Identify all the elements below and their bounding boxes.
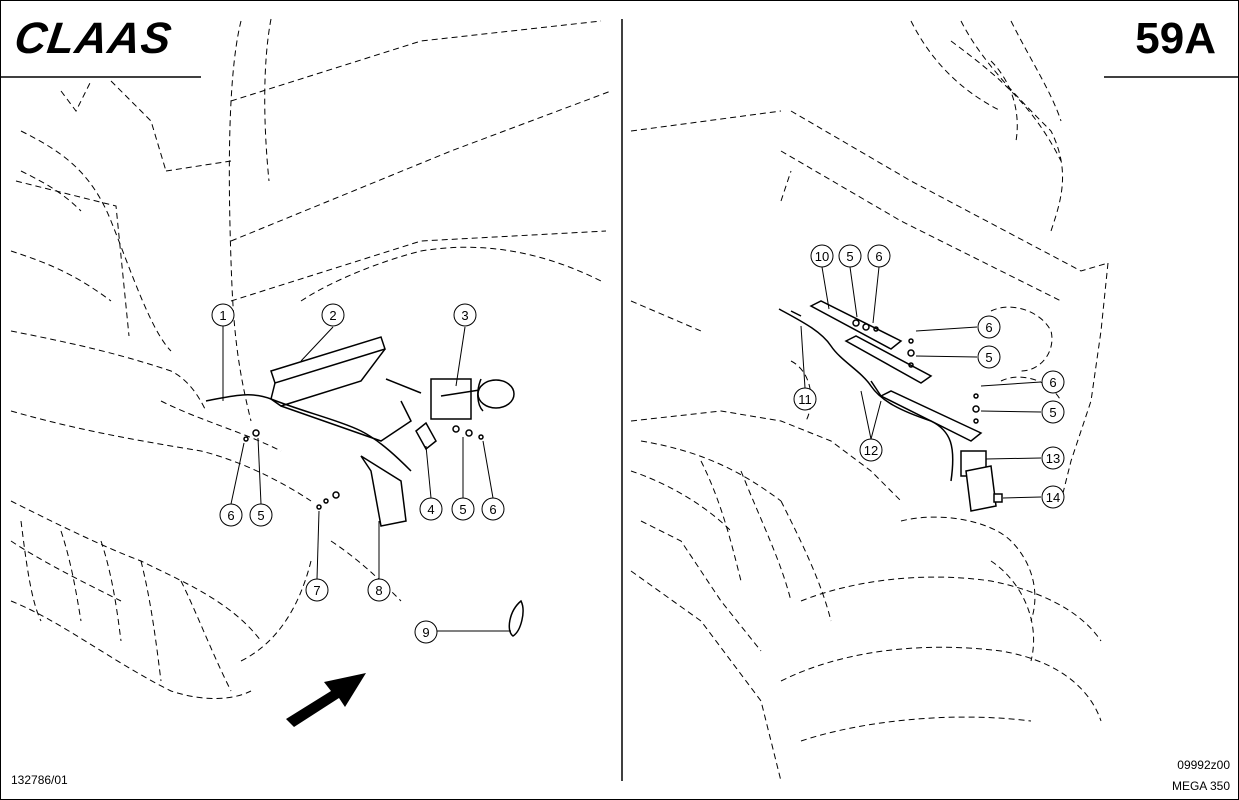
svg-text:5: 5 bbox=[257, 508, 264, 523]
callout-14: 14 bbox=[1041, 485, 1065, 509]
model-name: MEGA 350 bbox=[1171, 779, 1230, 793]
callout-7: 7 bbox=[305, 578, 329, 602]
svg-text:7: 7 bbox=[313, 583, 320, 598]
svg-text:6: 6 bbox=[489, 502, 496, 517]
svg-text:5: 5 bbox=[985, 350, 992, 365]
direction-arrow bbox=[286, 673, 366, 727]
svg-text:9: 9 bbox=[422, 625, 429, 640]
callout-6-right: 6 bbox=[481, 497, 505, 521]
left-lamp-bracket-assembly bbox=[205, 336, 524, 637]
callout-10: 10 bbox=[810, 244, 834, 268]
svg-text:12: 12 bbox=[864, 443, 878, 458]
svg-text:6: 6 bbox=[985, 320, 992, 335]
page-number: 59A bbox=[1135, 14, 1216, 63]
callout-6-lower: 6 bbox=[1041, 370, 1065, 394]
callout-6-left: 6 bbox=[219, 503, 243, 527]
left-machine-outline bbox=[10, 18, 612, 699]
callout-3: 3 bbox=[453, 303, 477, 327]
callout-5-top: 5 bbox=[838, 244, 862, 268]
svg-text:11: 11 bbox=[798, 392, 812, 407]
right-callouts: 10 5 6 6 5 6 5 11 12 13 14 bbox=[793, 244, 1065, 509]
callout-8: 8 bbox=[367, 578, 391, 602]
svg-text:14: 14 bbox=[1046, 490, 1060, 505]
callout-9: 9 bbox=[414, 620, 438, 644]
callout-4: 4 bbox=[419, 497, 443, 521]
right-leader-lines bbox=[800, 266, 1042, 499]
drawing-code-right: 09992z00 bbox=[1177, 758, 1230, 772]
left-callouts: 1 2 3 4 5 6 7 8 9 5 6 bbox=[211, 303, 505, 644]
callout-5-lower: 5 bbox=[1041, 400, 1065, 424]
callout-12: 12 bbox=[859, 438, 883, 462]
svg-text:3: 3 bbox=[461, 308, 468, 323]
callout-6-top: 6 bbox=[867, 244, 891, 268]
callout-5-upper: 5 bbox=[977, 345, 1001, 369]
svg-text:10: 10 bbox=[815, 249, 829, 264]
callout-11: 11 bbox=[793, 387, 817, 411]
callout-5-right: 5 bbox=[451, 497, 475, 521]
callout-5-left: 5 bbox=[249, 503, 273, 527]
callout-1: 1 bbox=[211, 303, 235, 327]
svg-text:1: 1 bbox=[219, 308, 226, 323]
svg-text:13: 13 bbox=[1046, 451, 1060, 466]
svg-text:5: 5 bbox=[459, 502, 466, 517]
svg-text:2: 2 bbox=[329, 308, 336, 323]
right-machine-outline bbox=[630, 20, 1109, 782]
svg-text:6: 6 bbox=[1049, 375, 1056, 390]
svg-text:6: 6 bbox=[875, 249, 882, 264]
right-lamp-bracket-assembly bbox=[778, 300, 1003, 512]
callout-2: 2 bbox=[321, 303, 345, 327]
callout-13: 13 bbox=[1041, 446, 1065, 470]
svg-text:6: 6 bbox=[227, 508, 234, 523]
callout-6-upper: 6 bbox=[977, 315, 1001, 339]
drawing-code-left: 132786/01 bbox=[11, 773, 68, 787]
svg-text:5: 5 bbox=[846, 249, 853, 264]
svg-text:4: 4 bbox=[427, 502, 434, 517]
svg-text:5: 5 bbox=[1049, 405, 1056, 420]
svg-text:8: 8 bbox=[375, 583, 382, 598]
left-leader-lines bbox=[222, 326, 511, 632]
